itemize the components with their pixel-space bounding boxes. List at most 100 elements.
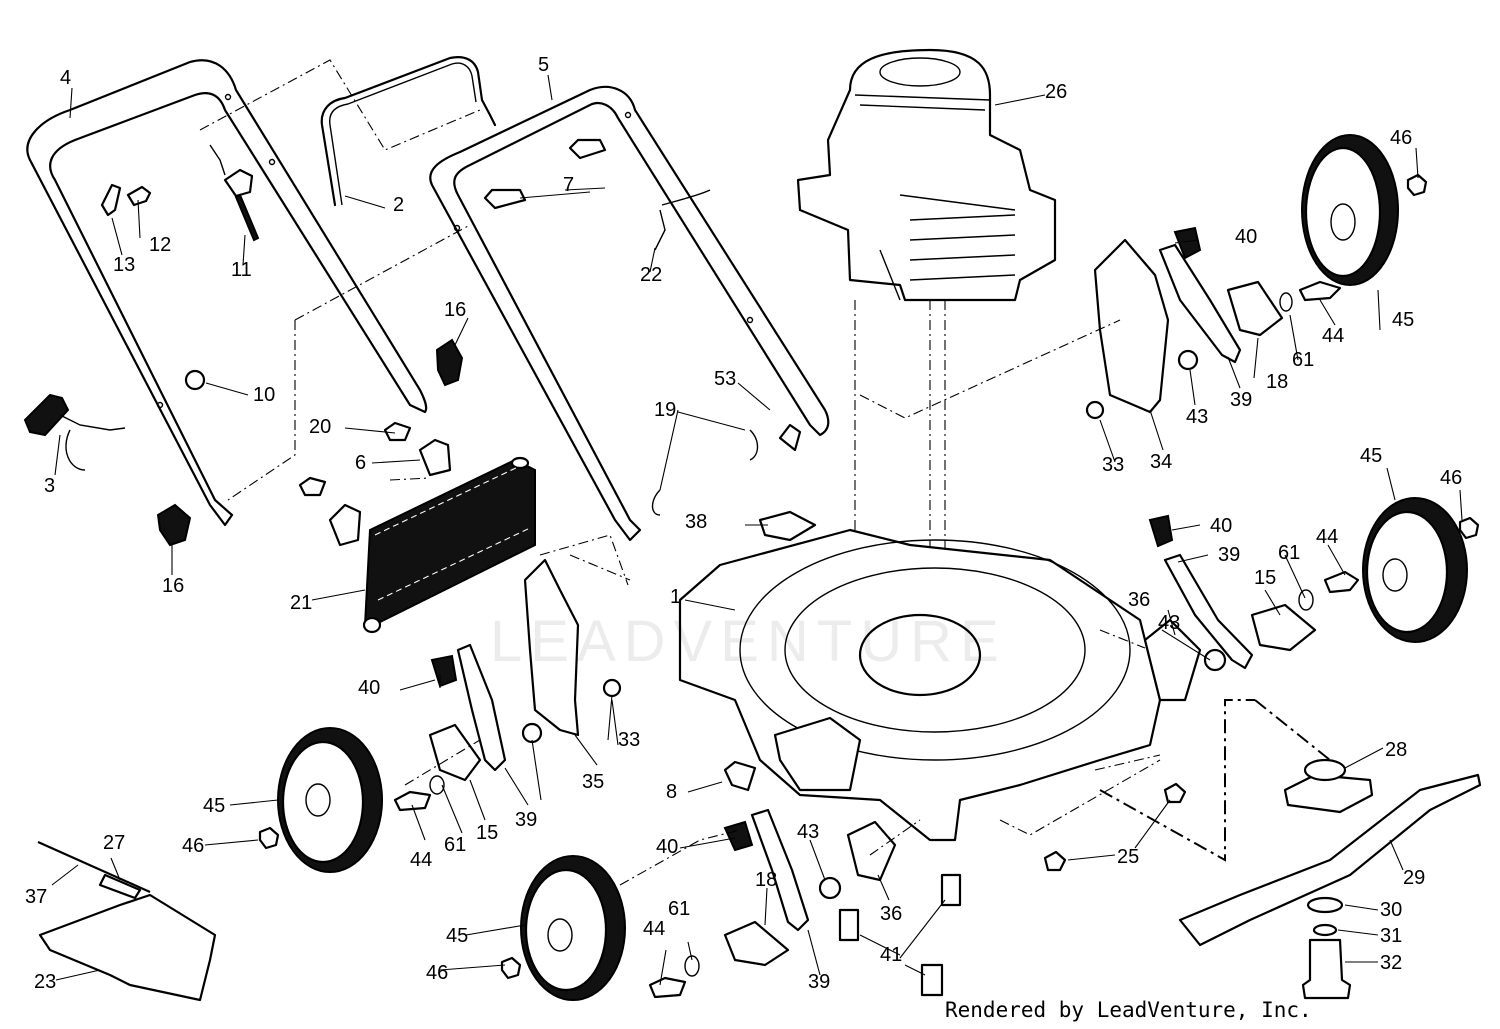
bolt-12[interactable] bbox=[126, 185, 152, 207]
wheel-front-right[interactable] bbox=[1362, 497, 1468, 643]
callout-21[interactable]: 21 bbox=[290, 592, 313, 614]
knob-16-upper[interactable] bbox=[435, 338, 464, 387]
callout-22[interactable]: 22 bbox=[640, 264, 663, 286]
height-adjuster-rear-right[interactable] bbox=[1085, 226, 1342, 420]
washer-30[interactable] bbox=[1306, 896, 1344, 914]
callout-45-rear-right[interactable]: 45 bbox=[1392, 309, 1415, 331]
callout-30[interactable]: 30 bbox=[1380, 899, 1403, 921]
baffle-38[interactable] bbox=[758, 510, 817, 542]
wheel-rear-left[interactable] bbox=[277, 727, 383, 873]
callout-3[interactable]: 3 bbox=[44, 475, 56, 497]
handle-knob-3[interactable] bbox=[23, 393, 126, 471]
bolt-7a[interactable] bbox=[568, 138, 607, 160]
callout-36-right[interactable]: 36 bbox=[1128, 589, 1151, 611]
callout-46-front-left[interactable]: 46 bbox=[426, 962, 449, 984]
torsion-spring[interactable] bbox=[98, 873, 142, 900]
callout-27[interactable]: 27 bbox=[103, 832, 126, 854]
cable-tie-22[interactable] bbox=[654, 189, 711, 251]
callout-20[interactable]: 20 bbox=[309, 416, 332, 438]
lock-washer-31[interactable] bbox=[1312, 923, 1338, 937]
nut-46a[interactable] bbox=[1406, 173, 1428, 197]
callout-37[interactable]: 37 bbox=[25, 886, 48, 908]
nut-10[interactable] bbox=[184, 369, 206, 391]
callout-25[interactable]: 25 bbox=[1117, 846, 1140, 868]
mower-deck[interactable] bbox=[678, 528, 1162, 842]
wheel-rear-right[interactable] bbox=[1301, 134, 1399, 286]
callout-44-front-right[interactable]: 44 bbox=[1316, 526, 1339, 548]
callout-61-rear-right[interactable]: 61 bbox=[1292, 349, 1315, 371]
callout-35[interactable]: 35 bbox=[582, 771, 605, 793]
hinge-bracket-6b[interactable] bbox=[418, 438, 452, 477]
callout-33-right[interactable]: 33 bbox=[1102, 454, 1125, 476]
callout-46-rear-right[interactable]: 46 bbox=[1390, 127, 1413, 149]
callout-28[interactable]: 28 bbox=[1385, 739, 1408, 761]
callout-36-left[interactable]: 36 bbox=[880, 903, 903, 925]
callout-18-left[interactable]: 18 bbox=[755, 869, 778, 891]
bolt-20a[interactable] bbox=[298, 476, 327, 497]
bolt-41c[interactable] bbox=[920, 963, 944, 997]
blade-adapter[interactable] bbox=[1283, 758, 1374, 814]
rear-deflector[interactable] bbox=[362, 456, 536, 634]
bolt-41a[interactable] bbox=[838, 908, 860, 942]
cable-clip[interactable] bbox=[778, 423, 802, 452]
callout-19[interactable]: 19 bbox=[654, 399, 677, 421]
callout-43-front-left[interactable]: 43 bbox=[797, 821, 820, 843]
callout-45-front-left[interactable]: 45 bbox=[446, 925, 469, 947]
callout-1[interactable]: 1 bbox=[670, 586, 682, 608]
callout-40-front-right[interactable]: 40 bbox=[1210, 515, 1233, 537]
callout-10[interactable]: 10 bbox=[253, 384, 276, 406]
callout-39-front-left[interactable]: 39 bbox=[808, 971, 831, 993]
callout-44-rear-right[interactable]: 44 bbox=[1322, 325, 1345, 347]
engine[interactable] bbox=[796, 48, 1057, 302]
callout-45-front-right[interactable]: 45 bbox=[1360, 445, 1383, 467]
callout-39-rear-left[interactable]: 39 bbox=[515, 809, 538, 831]
callout-40-front-left[interactable]: 40 bbox=[656, 836, 679, 858]
callout-4[interactable]: 4 bbox=[60, 67, 72, 89]
callout-12[interactable]: 12 bbox=[149, 234, 172, 256]
callout-40-rear-right[interactable]: 40 bbox=[1235, 226, 1258, 248]
height-adjuster-front-right[interactable] bbox=[1143, 514, 1360, 702]
callout-45-rear-left[interactable]: 45 bbox=[203, 795, 226, 817]
callout-61-front-right[interactable]: 61 bbox=[1278, 542, 1301, 564]
nut-25b[interactable] bbox=[1163, 782, 1187, 804]
nut-25a[interactable] bbox=[1043, 850, 1067, 872]
callout-53[interactable]: 53 bbox=[714, 368, 737, 390]
callout-31[interactable]: 31 bbox=[1380, 925, 1403, 947]
upper-handle-right[interactable] bbox=[429, 85, 830, 542]
callout-39-front-right[interactable]: 39 bbox=[1218, 544, 1241, 566]
callout-16-upper[interactable]: 16 bbox=[444, 299, 467, 321]
callout-61-front-left[interactable]: 61 bbox=[668, 898, 691, 920]
callout-44-left[interactable]: 44 bbox=[410, 849, 433, 871]
hinge-rod[interactable] bbox=[37, 840, 151, 894]
blade-bolt[interactable] bbox=[1301, 938, 1352, 1000]
wheel-front-left[interactable] bbox=[520, 855, 626, 1001]
height-adjuster-front-left[interactable] bbox=[648, 808, 897, 999]
callout-40-rear-left[interactable]: 40 bbox=[358, 677, 381, 699]
callout-43-front-right[interactable]: 43 bbox=[1158, 612, 1181, 634]
nut-46d[interactable] bbox=[500, 956, 522, 980]
nut-46c[interactable] bbox=[258, 826, 280, 850]
cable-bracket[interactable] bbox=[100, 183, 122, 217]
control-bail[interactable] bbox=[320, 56, 497, 207]
nut-46b[interactable] bbox=[1458, 516, 1480, 540]
callout-15-left[interactable]: 15 bbox=[476, 822, 499, 844]
callout-32[interactable]: 32 bbox=[1380, 952, 1403, 974]
callout-38[interactable]: 38 bbox=[685, 511, 708, 533]
callout-15-right[interactable]: 15 bbox=[1254, 567, 1277, 589]
callout-33-left[interactable]: 33 bbox=[618, 729, 641, 751]
blade[interactable] bbox=[1178, 773, 1482, 947]
callout-41[interactable]: 41 bbox=[880, 944, 903, 966]
plate-8[interactable] bbox=[723, 760, 757, 792]
callout-8[interactable]: 8 bbox=[666, 781, 678, 803]
callout-23[interactable]: 23 bbox=[34, 971, 57, 993]
callout-61-left[interactable]: 61 bbox=[444, 834, 467, 856]
rear-flap[interactable] bbox=[38, 893, 217, 1002]
callout-43-rear-right[interactable]: 43 bbox=[1186, 406, 1209, 428]
upper-handle-left[interactable] bbox=[26, 59, 428, 527]
throttle-cable[interactable] bbox=[209, 144, 260, 242]
callout-39-rear-right[interactable]: 39 bbox=[1230, 389, 1253, 411]
callout-7[interactable]: 7 bbox=[563, 174, 575, 196]
bolt-41b[interactable] bbox=[940, 873, 962, 907]
callout-46-rear-left[interactable]: 46 bbox=[182, 835, 205, 857]
callout-18-right[interactable]: 18 bbox=[1266, 371, 1289, 393]
